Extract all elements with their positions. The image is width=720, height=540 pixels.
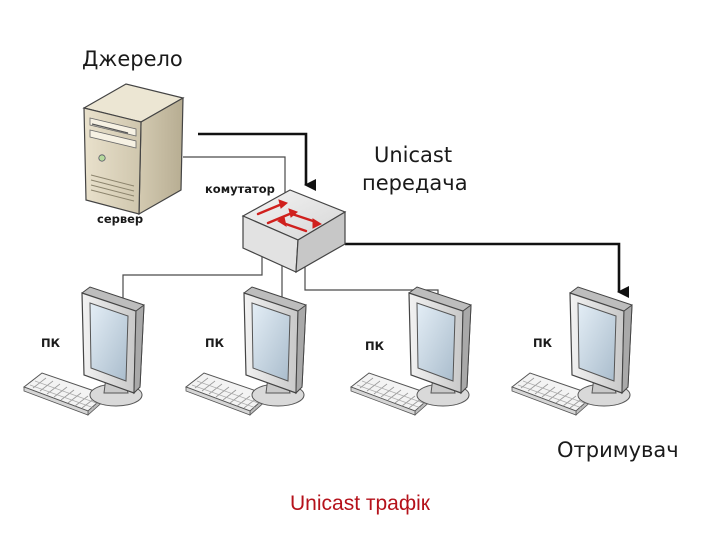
switch-icon xyxy=(241,189,347,274)
pc-label-2: ПК xyxy=(205,336,225,350)
pc-label-3: ПК xyxy=(365,339,385,353)
server-label: сервер xyxy=(97,212,144,226)
pc-receiver xyxy=(511,286,633,416)
link-switch-pc-1 xyxy=(122,250,263,305)
server-icon xyxy=(82,83,185,216)
diagram-caption: Unicast трафік xyxy=(290,492,430,515)
pc-label-4: ПК xyxy=(533,336,553,350)
pc-label-1: ПК xyxy=(41,336,61,350)
flow-arrow-switch-to-receiver xyxy=(345,242,629,298)
unicast-flow xyxy=(198,132,629,298)
flow-arrow-source-to-switch xyxy=(198,132,316,191)
receiver-label: Отримувач xyxy=(557,438,679,462)
desktop-pc-icon xyxy=(511,286,633,416)
desktop-pc-icon xyxy=(23,286,145,416)
pc-2 xyxy=(185,286,307,416)
mode-label-line2: передача xyxy=(362,171,468,195)
mode-label-line1: Unicast xyxy=(374,143,453,167)
source-label: Джерело xyxy=(82,47,183,71)
switch-label: комутатор xyxy=(205,182,275,196)
desktop-pc-icon xyxy=(185,286,307,416)
pc-1 xyxy=(23,286,145,416)
